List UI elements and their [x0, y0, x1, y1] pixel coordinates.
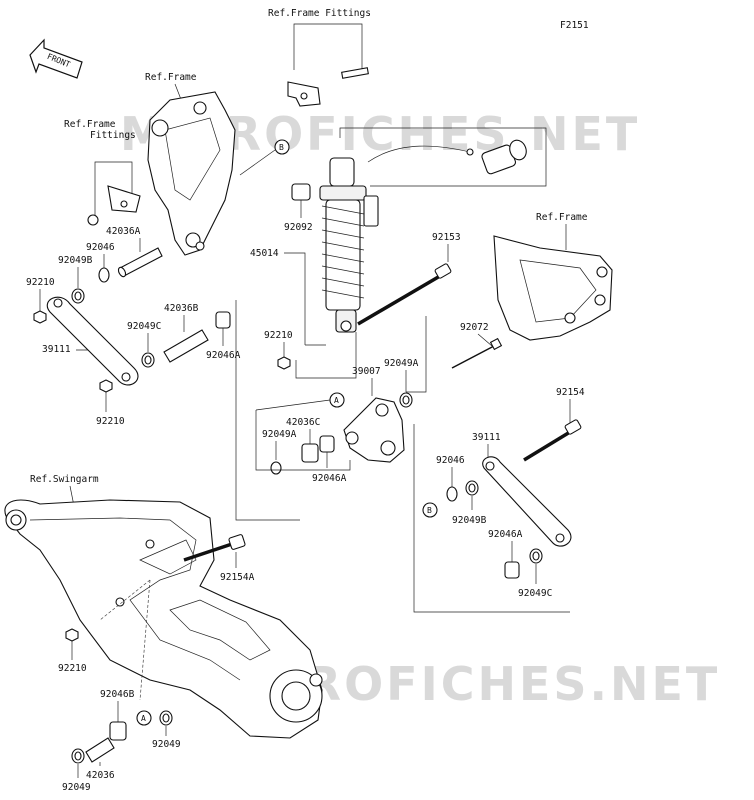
nut-92210-c: [277, 356, 291, 370]
callout-b-top: [274, 139, 290, 155]
seal-92049-b1-inner: [162, 713, 170, 723]
ref-frame-right: Ref.Frame: [536, 212, 588, 223]
label-92046A-m: 92046A: [206, 350, 241, 361]
bushing-92046B: [109, 721, 127, 741]
label-92046-tl: 92046: [86, 242, 115, 253]
sleeve-42036B: [163, 329, 209, 363]
sleeve-42036C: [301, 443, 319, 463]
label-92049-b1: 92049: [152, 739, 181, 750]
seal-92049B-r-inner: [468, 483, 476, 493]
leader: [239, 149, 276, 176]
reservoir: [466, 139, 527, 175]
seal-92049A-l: [270, 461, 282, 475]
label-45014: 45014: [250, 248, 279, 259]
bushing-92046A-r: [504, 561, 520, 579]
ref-frame-fittings-left-1: Ref.Frame: [64, 119, 116, 130]
leader-fittings-top: [293, 23, 363, 40]
label-42036: 42036: [86, 770, 115, 781]
label-92154: 92154: [556, 387, 585, 398]
leader: [413, 424, 570, 613]
label-92154A: 92154A: [220, 572, 255, 583]
bolt-92153: [357, 263, 452, 326]
label-39007: 39007: [352, 366, 381, 377]
label-92046B: 92046B: [100, 689, 135, 700]
rear-shock-absorber: [319, 157, 379, 333]
rocker-arm-39007: [343, 397, 405, 463]
leader: [255, 410, 351, 471]
callout-b-top-label: B: [279, 143, 284, 152]
bolt-92154A: [183, 534, 246, 562]
seal-92049C-m-inner: [144, 355, 152, 365]
label-92049A-l: 92049A: [262, 429, 297, 440]
label-92072: 92072: [460, 322, 489, 333]
seal-92049A-r-inner: [402, 395, 410, 405]
leader: [406, 316, 427, 393]
callout-b-right-label: B: [427, 506, 432, 515]
leader: [477, 333, 493, 347]
label-92210-tl: 92210: [26, 277, 55, 288]
ref-frame-top: Ref.Frame: [145, 72, 197, 83]
bushing-92046A-m: [215, 311, 231, 329]
leader: [235, 300, 300, 521]
label-92049C-r: 92049C: [518, 588, 552, 599]
seal-92049-b2-inner: [74, 751, 82, 761]
clamp-92072: [451, 337, 503, 369]
frame-bracket: [147, 91, 236, 256]
label-92046-r: 92046: [436, 455, 465, 466]
frame-section-right: [493, 235, 613, 341]
nut-92210-l2: [99, 379, 113, 393]
label-92049-b2: 92049: [62, 782, 91, 793]
label-39111-r: 39111: [472, 432, 501, 443]
label-92049A-r: 92049A: [384, 358, 419, 369]
label-42036C: 42036C: [286, 417, 320, 428]
front-arrow-icon: FRONT: [29, 38, 83, 79]
callout-a-bottom-label: A: [141, 714, 146, 723]
label-92046A-r: 92046A: [488, 529, 523, 540]
reservoir-hose: [367, 145, 471, 163]
label-39111-l: 39111: [42, 344, 71, 355]
label-92153: 92153: [432, 232, 461, 243]
seal-92049B-tl-inner: [74, 291, 82, 301]
callout-a-center-label: A: [334, 396, 339, 405]
leader: [284, 252, 306, 345]
nut-92210-tl: [33, 310, 47, 324]
shock-bracket-box: [339, 127, 547, 187]
diagram-code: F2151: [560, 20, 589, 31]
callout-b-right: [422, 502, 438, 518]
swingarm: [4, 499, 323, 739]
label-92210-c: 92210: [264, 330, 293, 341]
dash-guide: [139, 579, 151, 701]
ref-swingarm: Ref.Swingarm: [30, 474, 99, 485]
leader: [255, 399, 331, 411]
label-42036A: 42036A: [106, 226, 141, 237]
label-92092: 92092: [284, 222, 313, 233]
callout-a-bottom: [136, 710, 152, 726]
ref-frame-fittings-left-2: Fittings: [90, 130, 136, 141]
frame-fitting-bracket-top: [287, 67, 369, 107]
bushing-92046A-c: [319, 435, 335, 453]
dash-guide: [99, 579, 151, 621]
label-92049B-r: 92049B: [452, 515, 487, 526]
sleeve-42036: [85, 737, 115, 763]
label-92210-b: 92210: [58, 663, 87, 674]
label-42036B: 42036B: [164, 303, 199, 314]
tie-rod-39111-right: [482, 456, 572, 547]
bushing-92046-tl: [98, 267, 110, 283]
collar-92092: [291, 183, 311, 201]
seal-92049C-r-inner: [532, 551, 540, 561]
sleeve-42036A: [117, 247, 163, 278]
label-92210-l2: 92210: [96, 416, 125, 427]
label-92049C-m: 92049C: [127, 321, 161, 332]
nut-92210-b: [65, 628, 79, 642]
leader: [295, 332, 357, 379]
ref-frame-fittings-top: Ref.Frame Fittings: [268, 8, 371, 19]
label-92046A-c: 92046A: [312, 473, 347, 484]
bushing-92046-r: [446, 486, 458, 502]
frame-fitting-bracket-left: [87, 185, 141, 226]
label-92049B-tl: 92049B: [58, 255, 93, 266]
bolt-92154: [523, 419, 582, 462]
tie-rod-39111-left: [46, 296, 139, 386]
leader: [94, 161, 133, 215]
